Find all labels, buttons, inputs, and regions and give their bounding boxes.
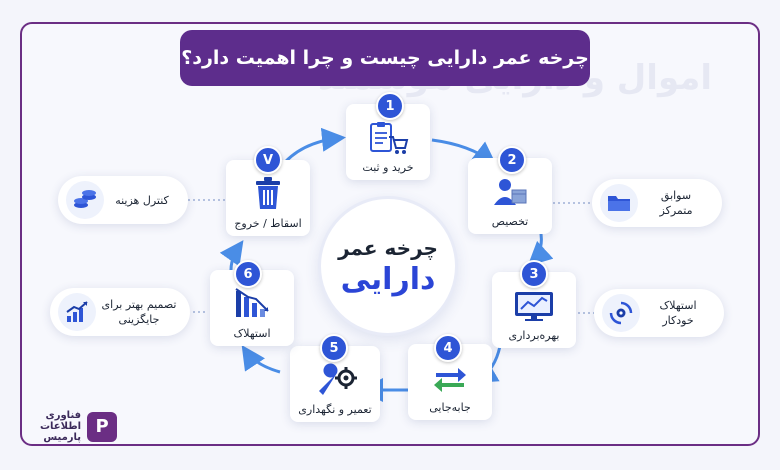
benefit-depreciation-line1: استهلاک [659,299,697,312]
benefit-better-replacement-decision: تصمیم بهتر برای جایگزینی [50,288,190,336]
step-badge-3: 3 [520,260,548,288]
folder-icon [600,184,638,222]
benefit-decision-line2: جایگزینی [118,313,160,326]
step-badge-1: 1 [376,92,404,120]
step-label-5: تعمیر و نگهداری [298,403,372,416]
benefit-cost-control: کنترل هزینه [58,176,188,224]
logo-mark: P [87,411,118,442]
step-label-6: استهلاک [233,327,271,340]
benefit-cost-label: کنترل هزینه [115,193,169,207]
center-title-line1: چرخه عمر [338,235,438,260]
benefit-decision-line1: تصمیم بهتر برای [101,298,177,311]
step-label-7: اسقاط / خروج [234,217,302,230]
benefit-depreciation-line2: خودکار [662,314,694,327]
logo-line3: پارمیس [43,432,82,443]
benefit-decision-label: تصمیم بهتر برای جایگزینی [96,297,182,327]
benefit-records-line1: سوابق [660,189,692,202]
step-label-3: بهره‌برداری [508,329,560,342]
monitor-chart-icon [515,292,553,321]
step-card-purchase: خرید و ثبت [346,104,430,180]
growth-chart-icon [58,293,96,331]
step-card-maintenance: تعمیر و نگهداری [290,346,380,422]
step-label-1: خرید و ثبت [362,161,414,174]
declining-chart-icon [235,288,269,317]
benefit-records-label: سوابق متمرکز [638,188,714,218]
step-label-2: تخصیص [491,215,529,228]
step-badge-6: 6 [234,260,262,288]
logo-line2: اطلاعات [40,421,82,432]
step-badge-2: 2 [498,146,526,174]
step-badge-7: V [254,146,282,174]
page-title: چرخه عمر دارایی چیست و چرا اهمیت دارد؟ [180,30,590,86]
trash-icon [256,177,280,209]
wrench-gear-icon [319,363,357,395]
lifecycle-center: چرخه عمر دارایی [318,196,458,336]
logo-line1: فناوری [45,410,82,421]
benefit-centralized-records: سوابق متمرکز [592,179,722,227]
step-badge-5: 5 [320,334,348,362]
logo-words: فناوری اطلاعات پارمیس [40,410,81,443]
user-box-icon [494,179,527,205]
center-title-line2: دارایی [340,261,436,297]
transfer-arrows-icon [434,368,466,392]
benefit-depreciation-label: استهلاک خودکار [640,298,716,328]
coins-icon [66,181,104,219]
benefit-automatic-depreciation: استهلاک خودکار [594,289,724,337]
step-badge-4: 4 [434,334,462,362]
arrow-5-6 [241,345,281,374]
company-logo: فناوری اطلاعات پارمیس P [40,410,118,443]
step-label-4: جابه‌جایی [429,401,471,414]
refresh-gear-icon [602,294,640,332]
benefit-records-line2: متمرکز [659,204,693,217]
clipboard-cart-icon [370,122,409,154]
